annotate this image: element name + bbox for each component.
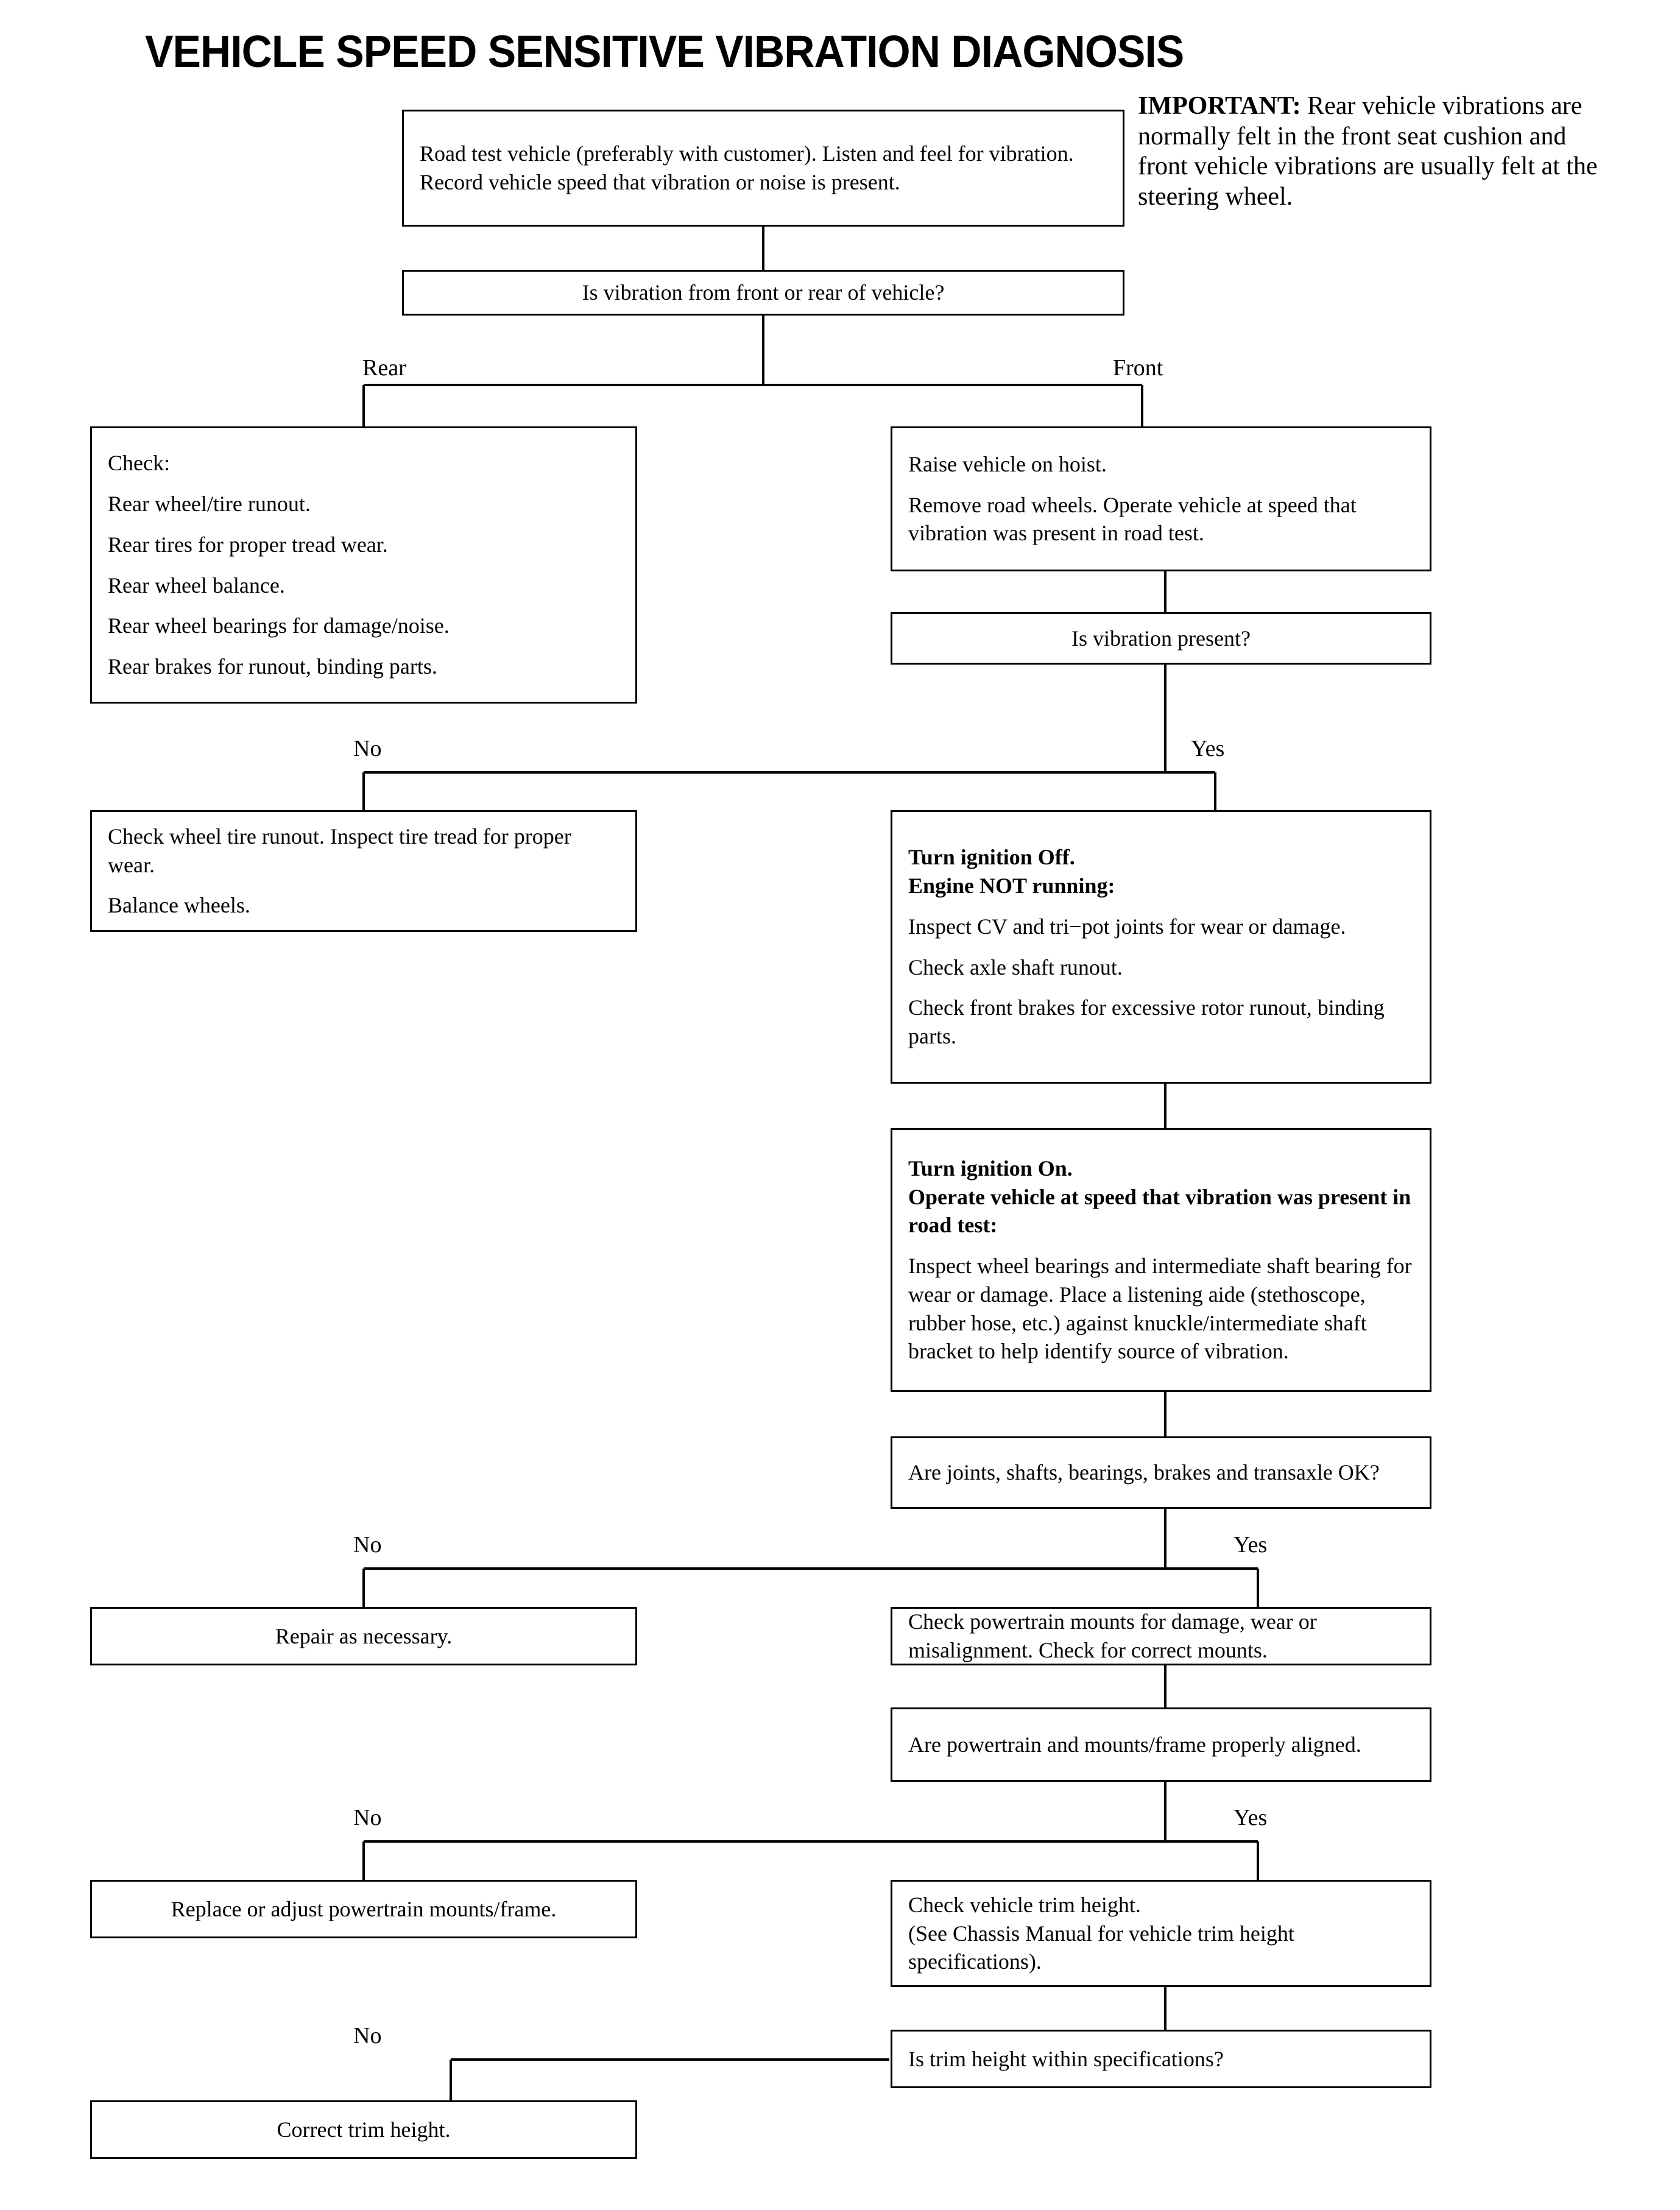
important-note: IMPORTANT: Rear vehicle vibrations are n… [1138,91,1619,212]
node-raise-vehicle-line-0: Raise vehicle on hoist. [908,451,1107,476]
important-note-label: IMPORTANT: [1138,92,1301,120]
node-ignition-off-line-2: Check front brakes for excessive rotor r… [908,995,1385,1049]
node-rear-check-line-3: Rear wheel balance. [108,573,285,598]
node-ignition-on: Turn ignition On. Operate vehicle at spe… [891,1128,1431,1392]
node-ignition-on-line-0: Inspect wheel bearings and intermediate … [908,1254,1412,1364]
node-check-mounts-text: Check powertrain mounts for damage, wear… [908,1609,1317,1662]
node-ignition-off-heading-1: Engine NOT running: [908,873,1115,898]
node-raise-vehicle-line-1: Remove road wheels. Operate vehicle at s… [908,492,1357,546]
edge-label-yes-3: Yes [1234,1805,1268,1830]
node-mounts-aligned-text: Are powertrain and mounts/frame properly… [908,1732,1361,1757]
node-ignition-off: Turn ignition Off. Engine NOT running: I… [891,810,1431,1084]
node-check-wheel-tire-line-1: Balance wheels. [108,893,250,918]
node-check-trim-line-1: (See Chassis Manual for vehicle trim hei… [908,1921,1294,1974]
node-front-or-rear: Is vibration from front or rear of vehic… [402,270,1124,316]
node-road-test-line-0: Road test vehicle (preferably with custo… [420,141,1074,194]
edge-label-front: Front [1113,355,1163,381]
node-rear-check-line-2: Rear tires for proper tread wear. [108,532,388,557]
node-ignition-on-heading-0: Turn ignition On. [908,1156,1073,1181]
node-replace-mounts: Replace or adjust powertrain mounts/fram… [90,1880,637,1938]
node-replace-mounts-text: Replace or adjust powertrain mounts/fram… [171,1896,557,1921]
node-trim-within-spec: Is trim height within specifications? [891,2030,1431,2088]
node-raise-vehicle: Raise vehicle on hoist. Remove road whee… [891,426,1431,571]
node-rear-check-line-1: Rear wheel/tire runout. [108,491,311,516]
node-vibration-present: Is vibration present? [891,612,1431,665]
node-check-trim: Check vehicle trim height. (See Chassis … [891,1880,1431,1987]
edge-label-no-3: No [353,1805,382,1830]
edge-label-yes-2: Yes [1234,1532,1268,1558]
edge-label-no-1: No [353,736,382,761]
node-correct-trim-text: Correct trim height. [277,2117,451,2142]
node-ignition-off-heading-0: Turn ignition Off. [908,845,1075,870]
node-joints-ok-text: Are joints, shafts, bearings, brakes and… [908,1460,1380,1485]
node-rear-check-line-0: Check: [108,451,170,476]
node-correct-trim: Correct trim height. [90,2100,637,2159]
edge-label-no-2: No [353,1532,382,1558]
node-joints-ok: Are joints, shafts, bearings, brakes and… [891,1436,1431,1509]
node-vibration-present-text: Is vibration present? [1071,626,1251,651]
important-note-text: Rear vehicle vibrations are normally fel… [1138,92,1598,211]
node-check-wheel-tire-line-0: Check wheel tire runout. Inspect tire tr… [108,824,571,877]
node-repair-text: Repair as necessary. [275,1623,453,1648]
node-ignition-off-line-0: Inspect CV and tri−pot joints for wear o… [908,914,1346,939]
node-repair: Repair as necessary. [90,1607,637,1665]
edge-label-rear: Rear [362,355,406,381]
node-check-trim-line-0: Check vehicle trim height. [908,1892,1141,1917]
node-check-wheel-tire: Check wheel tire runout. Inspect tire tr… [90,810,637,932]
node-mounts-aligned: Are powertrain and mounts/frame properly… [891,1707,1431,1782]
node-rear-check-line-4: Rear wheel bearings for damage/noise. [108,613,450,638]
page-title: VEHICLE SPEED SENSITIVE VIBRATION DIAGNO… [145,26,1184,77]
node-rear-check: Check: Rear wheel/tire runout. Rear tire… [90,426,637,704]
node-road-test: Road test vehicle (preferably with custo… [402,110,1124,227]
node-ignition-on-heading-1: Operate vehicle at speed that vibration … [908,1184,1411,1238]
node-ignition-off-line-1: Check axle shaft runout. [908,955,1123,980]
node-rear-check-line-5: Rear brakes for runout, binding parts. [108,654,437,679]
node-check-mounts: Check powertrain mounts for damage, wear… [891,1607,1431,1665]
edge-label-yes-1: Yes [1191,736,1225,761]
node-trim-within-spec-text: Is trim height within specifications? [908,2046,1224,2071]
edge-label-no-4: No [353,2023,382,2049]
node-front-or-rear-text: Is vibration from front or rear of vehic… [582,280,945,305]
